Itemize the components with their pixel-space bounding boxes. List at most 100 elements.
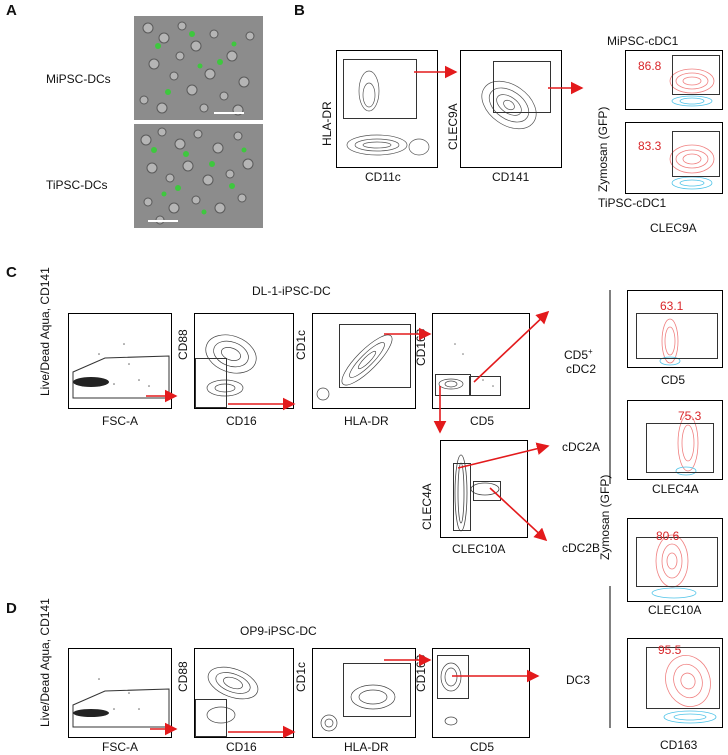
gate (343, 663, 411, 717)
micrograph-mipsc (134, 16, 263, 120)
panel-letter-c: C (6, 264, 17, 281)
axis-label-x: CD5 (470, 414, 495, 428)
label-dc3: DC3 (566, 673, 591, 687)
hist-b-top: 86.8 (625, 50, 723, 110)
gate (646, 647, 720, 709)
plot-b1 (336, 50, 438, 168)
axis-label-x: CD5 (470, 740, 495, 754)
hist-b-bottom: 83.3 (625, 122, 723, 194)
label-cd5-base: CD5 (564, 348, 589, 362)
plot-d4 (432, 648, 530, 738)
hist-b-bottom-contours (669, 144, 715, 190)
arrow (473, 310, 550, 383)
gate (636, 313, 718, 359)
hist-c3: 80.6 (627, 518, 723, 602)
axis-label-x: CLEC4A (652, 482, 699, 496)
axis-label-x: CLEC10A (452, 542, 506, 556)
gate (343, 59, 417, 119)
plot-d1 (68, 648, 172, 738)
axis-label-x: HLA-DR (344, 740, 389, 754)
percentage: 80.6 (656, 529, 680, 543)
plot-d2-contours (206, 666, 259, 724)
panel-letter-a: A (6, 2, 17, 19)
gate (469, 376, 501, 396)
plot-d1-gate (72, 688, 170, 728)
plot-c5 (440, 440, 528, 538)
axis-label-x: CD141 (492, 170, 530, 184)
plot-c1-gate (72, 355, 170, 399)
axis-label-x: CD16 (226, 740, 257, 754)
plot-d2 (194, 648, 294, 738)
arrow (457, 442, 550, 469)
hist-c1-contours (659, 318, 681, 366)
hist-b-top-contours (669, 68, 715, 107)
gate (493, 61, 551, 113)
axis-label-x: HLA-DR (344, 414, 389, 428)
gate (435, 374, 471, 396)
plot-c3-contours (316, 334, 393, 401)
percentage: 86.8 (638, 59, 662, 73)
plot-b2-contours (481, 80, 537, 130)
gate (453, 463, 471, 531)
title-mipsc-cdc1: MiPSC-cDC1 (607, 34, 679, 48)
micrograph-mipsc-cells (134, 16, 263, 120)
axis-label-x: CD11c (365, 170, 401, 184)
label-cdc2a: cDC2A (562, 440, 601, 454)
panel-letter-d: D (6, 600, 17, 617)
plot-c2 (194, 313, 294, 409)
axis-label-x: CD16 (226, 414, 257, 428)
plot-d1-density (73, 678, 140, 717)
gate (646, 423, 714, 473)
hist-c2: 75.3 (627, 400, 723, 480)
scale-bar (214, 112, 244, 114)
plot-c4 (432, 313, 530, 409)
plot-d4-contours (440, 662, 462, 726)
hist-c2-contours (675, 414, 699, 476)
arrow (489, 487, 548, 542)
hist-c3-contours (651, 534, 697, 599)
gate (339, 324, 411, 388)
axis-label-x: CLEC10A (648, 603, 702, 617)
percentage: 75.3 (678, 409, 702, 423)
hist-d: 95.5 (627, 638, 723, 728)
gate (437, 655, 469, 699)
gate (195, 358, 227, 408)
percentage: 95.5 (658, 643, 682, 657)
panel-letter-b: B (294, 2, 305, 19)
plot-b2 (460, 50, 562, 168)
plot-c1 (68, 313, 172, 409)
hist-d-contours (663, 655, 717, 724)
plot-c1-density (73, 343, 150, 387)
label-cd5-cdc2: CD5+ (564, 347, 593, 362)
micrograph-tipsc-cells (134, 124, 263, 228)
plot-b1-contours (346, 70, 430, 156)
gate (636, 537, 718, 587)
label-cdc2b: cDC2B (562, 541, 601, 555)
panel-c-title: DL-1-iPSC-DC (252, 284, 331, 298)
gate (473, 481, 501, 501)
axis-label-x: CD163 (660, 738, 698, 752)
label-mipsc-dcs: MiPSC-DCs (46, 72, 111, 86)
axis-label-x: FSC-A (102, 414, 138, 428)
axis-label-x: CLEC9A (650, 221, 697, 235)
percentage: 63.1 (660, 299, 684, 313)
percentage: 83.3 (638, 139, 662, 153)
label-cdc2: cDC2 (566, 362, 597, 376)
label-tipsc-dcs: TiPSC-DCs (46, 178, 108, 192)
title-tipsc-cdc1: TiPSC-cDC1 (598, 196, 667, 210)
axis-label-x: CD5 (661, 373, 686, 387)
panel-d-title: OP9-iPSC-DC (240, 624, 317, 638)
gate (672, 131, 720, 177)
plot-c3 (312, 313, 416, 409)
micrograph-tipsc (134, 124, 263, 228)
plot-d3-contours (320, 684, 396, 732)
gate (195, 699, 227, 737)
scale-bar (148, 220, 178, 222)
axis-label-x: FSC-A (102, 740, 138, 754)
hist-c1: 63.1 (627, 290, 723, 368)
plot-d3 (312, 648, 416, 738)
gate (672, 55, 720, 95)
label-cd5-sup: + (588, 347, 593, 356)
plot-c4-contours (438, 343, 494, 390)
